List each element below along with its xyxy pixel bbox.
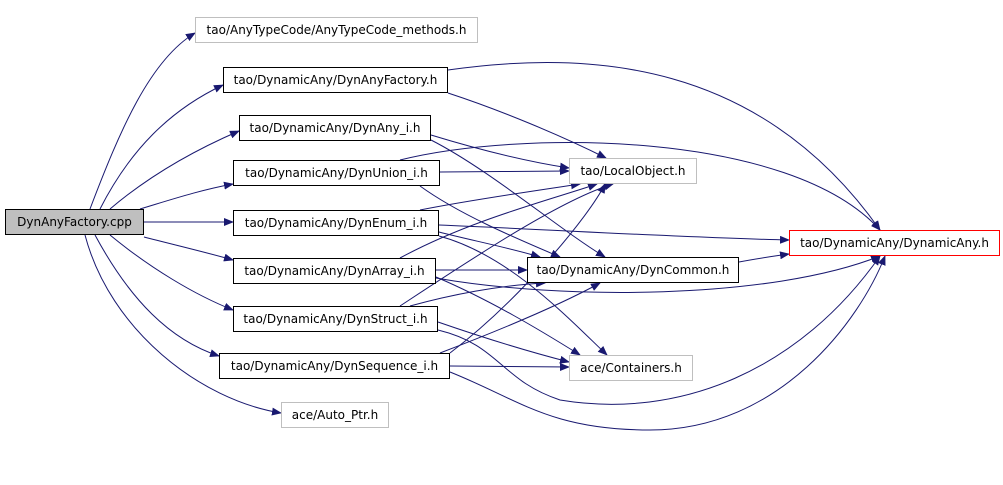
- edge-n2-n10: [447, 92, 607, 159]
- node-anytypecode-methods-h[interactable]: tao/AnyTypeCode/AnyTypeCode_methods.h: [195, 17, 478, 43]
- edge-n7-n13: [437, 255, 881, 405]
- edge-n11-n13: [738, 251, 790, 263]
- node-dynenum-i-h[interactable]: tao/DynamicAny/DynEnum_i.h: [233, 210, 439, 236]
- edge-n0-n4: [139, 181, 234, 210]
- node-dynsequence-i-h[interactable]: tao/DynamicAny/DynSequence_i.h: [219, 353, 450, 379]
- edge-n0-n1: [89, 32, 196, 210]
- edge-n0-n7: [109, 234, 234, 311]
- node-dynanyfactory-h[interactable]: tao/DynamicAny/DynAnyFactory.h: [223, 67, 448, 93]
- edge-n2-n13: [447, 62, 881, 231]
- edge-n0-n3: [109, 130, 240, 210]
- edge-n5-n11: [438, 231, 541, 259]
- edge-n8-n12: [449, 362, 570, 371]
- node-dynamicany-h[interactable]: tao/DynamicAny/DynamicAny.h: [789, 230, 1000, 256]
- edge-n6-n10: [399, 183, 598, 259]
- node-auto-ptr-h[interactable]: ace/Auto_Ptr.h: [281, 402, 389, 428]
- node-dynarray-i-h[interactable]: tao/DynamicAny/DynArray_i.h: [233, 258, 436, 284]
- edge-n3-n11: [430, 139, 606, 258]
- edge-n5-n13: [438, 224, 790, 244]
- node-dyncommon-h[interactable]: tao/DynamicAny/DynCommon.h: [527, 257, 739, 283]
- edge-n6-n13: [435, 255, 881, 293]
- edge-n7-n11: [409, 279, 546, 307]
- edge-n6-n12: [435, 276, 581, 356]
- edge-n8-n11: [439, 282, 601, 354]
- edge-n3-n10: [430, 134, 570, 171]
- edge-n0-n9: [84, 234, 282, 416]
- edge-n8-n13: [449, 255, 886, 431]
- edge-n4-n10: [439, 167, 570, 176]
- edge-n5-n10: [419, 181, 581, 211]
- node-dynany-i-h[interactable]: tao/DynamicAny/DynAny_i.h: [239, 115, 431, 141]
- node-dynunion-i-h[interactable]: tao/DynamicAny/DynUnion_i.h: [233, 160, 440, 186]
- edge-n0-n6: [143, 236, 234, 262]
- node-dynstruct-i-h[interactable]: tao/DynamicAny/DynStruct_i.h: [233, 306, 438, 332]
- edge-n0-n8: [94, 234, 220, 358]
- edge-n5-n12: [438, 235, 608, 356]
- node-containers-h[interactable]: ace/Containers.h: [569, 355, 693, 381]
- edge-n0-n2: [99, 84, 224, 210]
- edge-n4-n11: [419, 185, 561, 258]
- node-dynanyfactory-cpp[interactable]: DynAnyFactory.cpp: [5, 209, 144, 235]
- edge-n4-n13: [399, 142, 881, 231]
- edge-n7-n12: [437, 321, 570, 364]
- node-localobject-h[interactable]: tao/LocalObject.h: [569, 158, 697, 184]
- edge-n7-n10: [399, 182, 614, 307]
